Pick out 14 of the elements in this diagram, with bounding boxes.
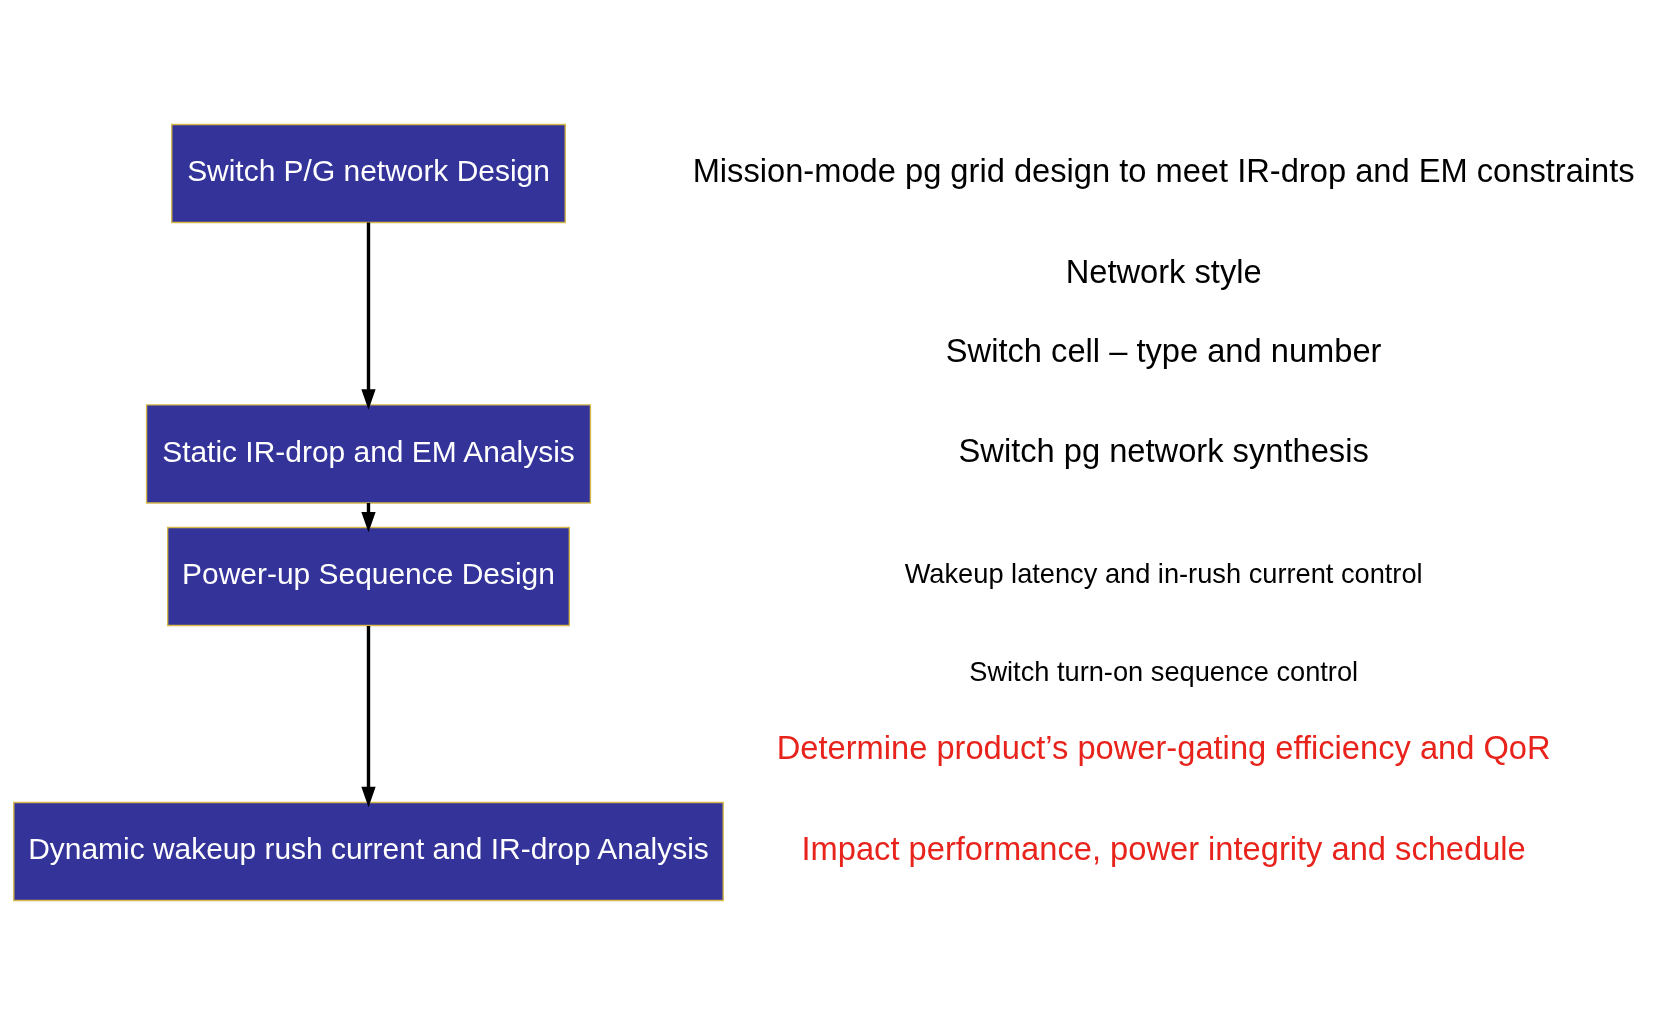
label: Switch pg network synthesis — [958, 432, 1369, 470]
label: Switch turn-on sequence control — [969, 656, 1359, 688]
node-box: Static IR-drop and EM Analysis — [145, 404, 592, 504]
label: Wakeup latency and in-rush current control — [904, 558, 1423, 590]
arrow — [361, 222, 376, 410]
label: Network style — [1065, 252, 1262, 290]
arrow — [361, 625, 376, 808]
node-box: Switch P/G network Design — [171, 123, 566, 224]
label: Switch cell – type and number — [945, 331, 1382, 369]
node-box: Power-up Sequence Design — [167, 526, 570, 627]
label: Impact performance, power integrity and schedule — [801, 829, 1526, 867]
node-box: Dynamic wakeup rush current and IR-drop Analysis — [13, 801, 724, 902]
label: Determine product’s power-gating efficiency and QoR — [776, 729, 1551, 767]
label: Mission-mode pg grid design to meet IR-drop and EM constraints — [692, 151, 1635, 189]
